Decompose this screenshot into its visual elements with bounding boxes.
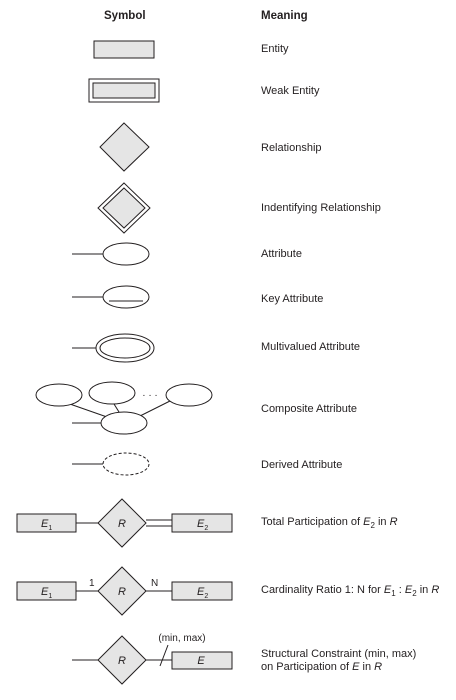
weak-entity-rectangle [88,78,160,103]
total-e2-label: E2 [197,518,208,532]
card-e2-label: E2 [197,586,208,600]
meaning-weak-entity: Weak Entity [261,85,320,97]
multivalued-attribute-ellipse [72,333,155,363]
struct-rel-label: R [118,655,126,667]
composite-ellipsis: · · · [142,390,158,401]
card-e1-label: E1 [41,586,52,600]
key-attribute-ellipse [72,285,150,309]
meaning-total-participation: Total Participation of E2 in R [261,516,398,531]
card-one-label: 1 [89,578,95,589]
total-participation-symbol: R E1 E2 [16,498,233,548]
relationship-diamond [99,122,150,172]
meaning-multivalued-attribute: Multivalued Attribute [261,341,361,353]
entity-rectangle [93,40,155,59]
card-n-label: N [151,578,158,589]
total-rel-label: R [118,518,126,530]
total-e1-label: E1 [41,518,52,532]
derived-attribute-ellipse [72,452,150,476]
struct-e-label: E [197,655,205,667]
identifying-relationship-diamond [97,182,151,234]
attribute-ellipse [72,242,150,266]
meaning-key-attribute: Key Attribute [261,293,324,305]
meaning-relationship: Relationship [261,142,322,154]
card-rel-label: R [118,586,126,598]
composite-attribute-symbol: · · · [35,381,213,435]
meaning-cardinality-ratio: Cardinality Ratio 1: N for E1 : E2 in R [261,584,440,599]
symbol-column-header: Symbol [104,10,146,22]
meaning-identifying-relationship: Indentifying Relationship [261,202,381,214]
struct-minmax-label: (min, max) [158,633,205,644]
structural-constraint-symbol: R E (min, max) [72,633,233,685]
meaning-column-header: Meaning [261,10,308,22]
meaning-composite-attribute: Composite Attribute [261,403,357,415]
meaning-attribute: Attribute [261,248,302,260]
meaning-derived-attribute: Derived Attribute [261,459,343,471]
meaning-entity: Entity [261,43,289,55]
meaning-structural-constraint: Structural Constraint (min, max)on Parti… [261,648,417,673]
cardinality-ratio-symbol: R 1 N E1 E2 [16,566,233,616]
